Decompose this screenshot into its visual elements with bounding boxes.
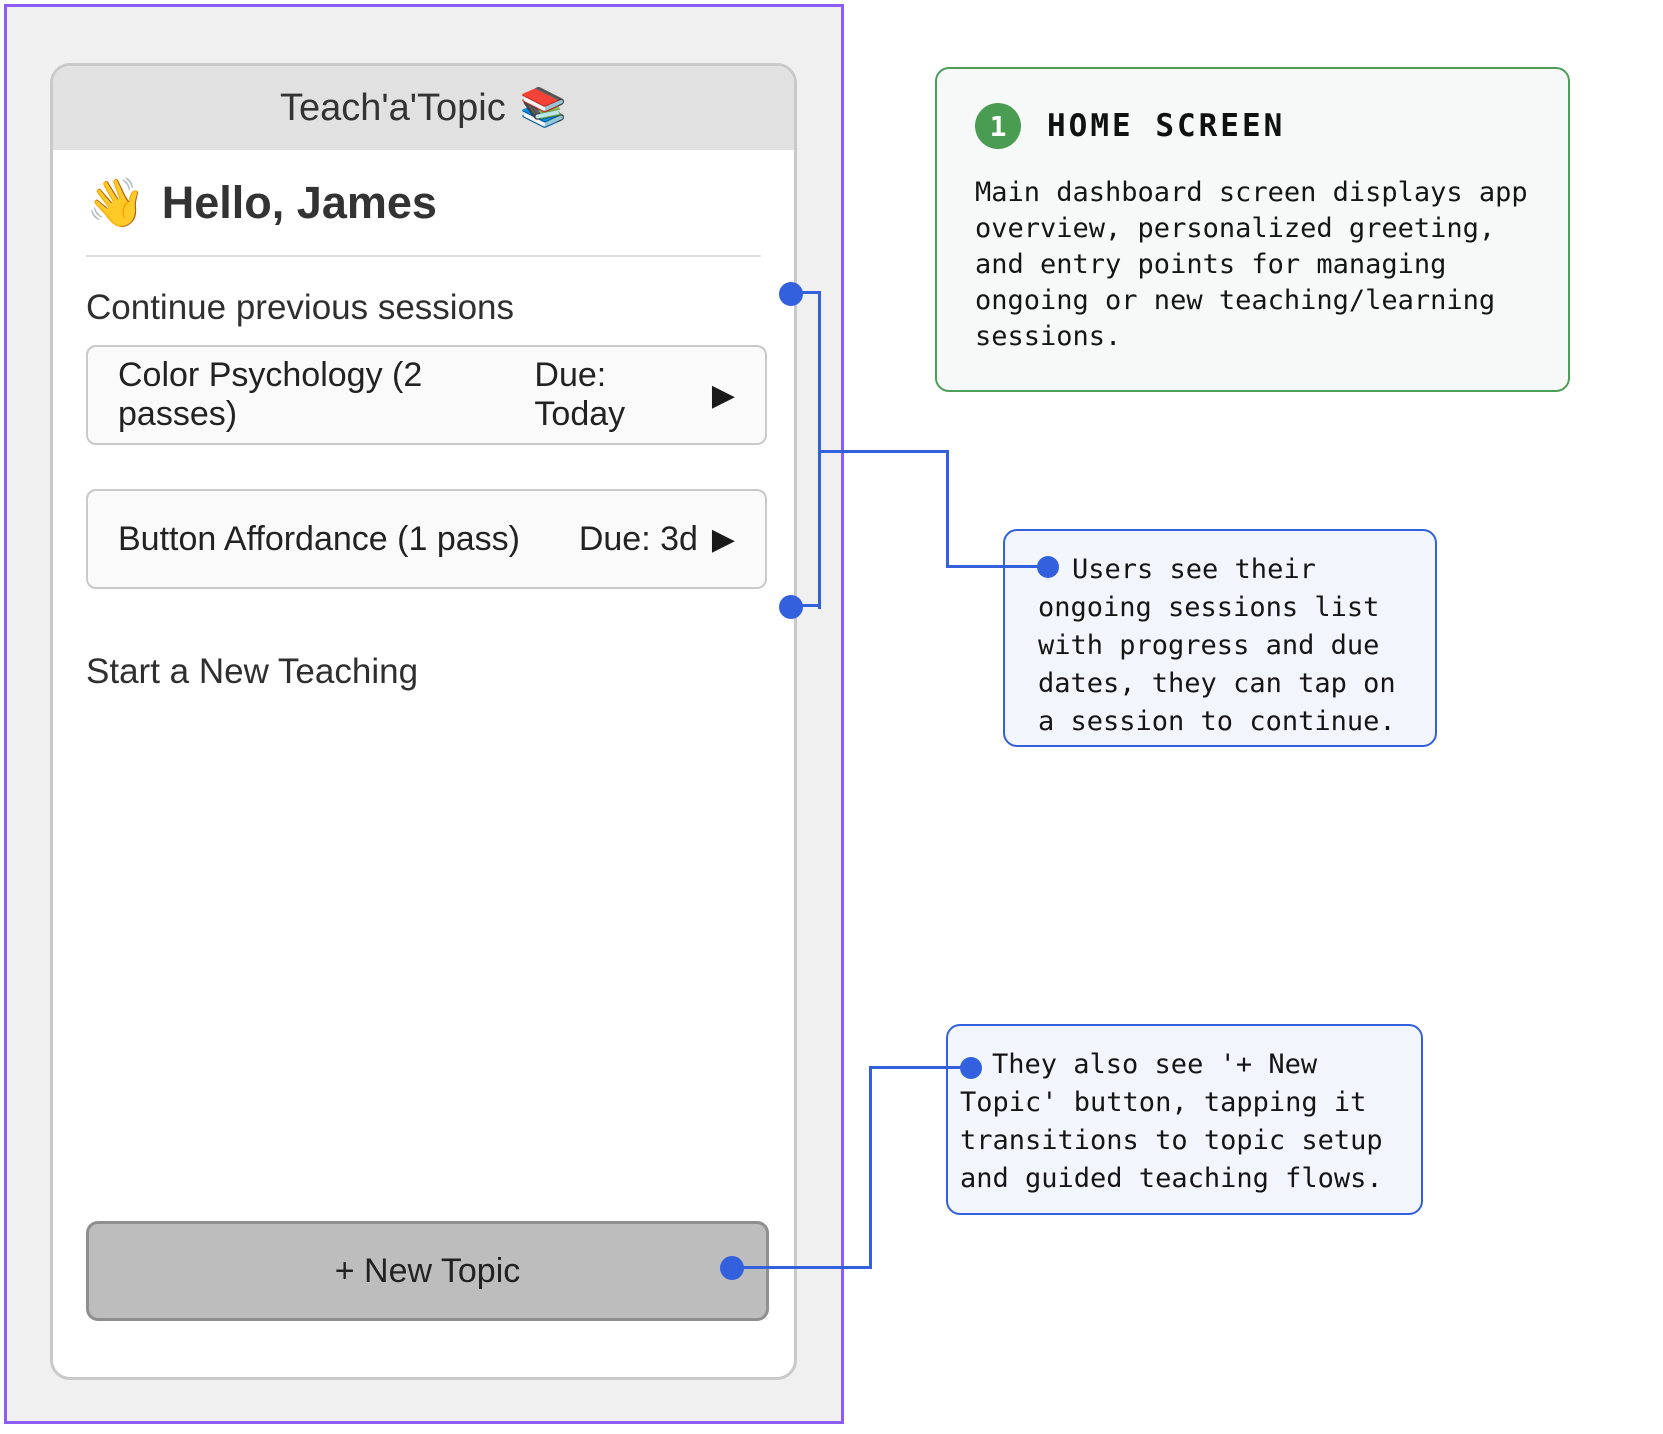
connector-line bbox=[946, 450, 949, 568]
connector-dot bbox=[779, 595, 803, 619]
connector-dot bbox=[960, 1057, 982, 1079]
books-emoji: 📚 bbox=[519, 87, 568, 129]
connector-line bbox=[869, 1066, 971, 1069]
section-new-teaching-label: Start a New Teaching bbox=[86, 652, 419, 691]
connector-dot bbox=[720, 1256, 744, 1280]
play-icon: ▶ bbox=[711, 522, 735, 556]
greeting-text: Hello, James bbox=[161, 176, 437, 228]
session-due: Due: 3d bbox=[578, 519, 698, 558]
wave-emoji: 👋 bbox=[86, 177, 146, 230]
annotation-note-new-topic: They also see '+ New Topic' button, tapp… bbox=[946, 1024, 1423, 1215]
connector-line bbox=[818, 450, 949, 453]
connector-line bbox=[946, 565, 1048, 568]
connector-line bbox=[732, 1266, 872, 1269]
session-card[interactable]: Color Psychology (2 passes) Due: Today ▶ bbox=[86, 345, 767, 445]
greeting: 👋 Hello, James bbox=[86, 174, 437, 231]
step-number-badge: 1 bbox=[975, 103, 1021, 149]
connector-line bbox=[791, 604, 821, 607]
connector-line bbox=[869, 1066, 872, 1269]
step-title: HOME SCREEN bbox=[1047, 108, 1286, 144]
session-title: Button Affordance (1 pass) bbox=[118, 519, 520, 558]
annotation-note-sessions: Users see their ongoing sessions list wi… bbox=[1003, 529, 1437, 747]
divider bbox=[86, 255, 761, 257]
annotation-step-box: 1 HOME SCREEN Main dashboard screen disp… bbox=[935, 67, 1570, 392]
session-card[interactable]: Button Affordance (1 pass) Due: 3d ▶ bbox=[86, 489, 767, 589]
step-description: Main dashboard screen displays app overv… bbox=[975, 177, 1528, 352]
new-topic-button[interactable]: + New Topic bbox=[86, 1221, 769, 1321]
session-title: Color Psychology (2 passes) bbox=[118, 356, 423, 433]
session-due: Due: Today bbox=[534, 356, 626, 433]
play-icon: ▶ bbox=[711, 378, 735, 412]
app-title: Teach'a'Topic bbox=[279, 86, 506, 129]
app-header: Teach'a'Topic 📚 bbox=[53, 66, 794, 150]
session-due-group: Due: 3d ▶ bbox=[579, 520, 735, 559]
connector-dot bbox=[1037, 556, 1059, 578]
connector-dot bbox=[779, 282, 803, 306]
session-due-group: Due: Today ▶ bbox=[534, 356, 735, 434]
connector-line bbox=[791, 291, 821, 294]
section-continue-label: Continue previous sessions bbox=[86, 288, 515, 327]
phone-mockup: Teach'a'Topic 📚 👋 Hello, James Continue … bbox=[50, 63, 797, 1380]
annotation-step-header: 1 HOME SCREEN bbox=[975, 103, 1544, 149]
